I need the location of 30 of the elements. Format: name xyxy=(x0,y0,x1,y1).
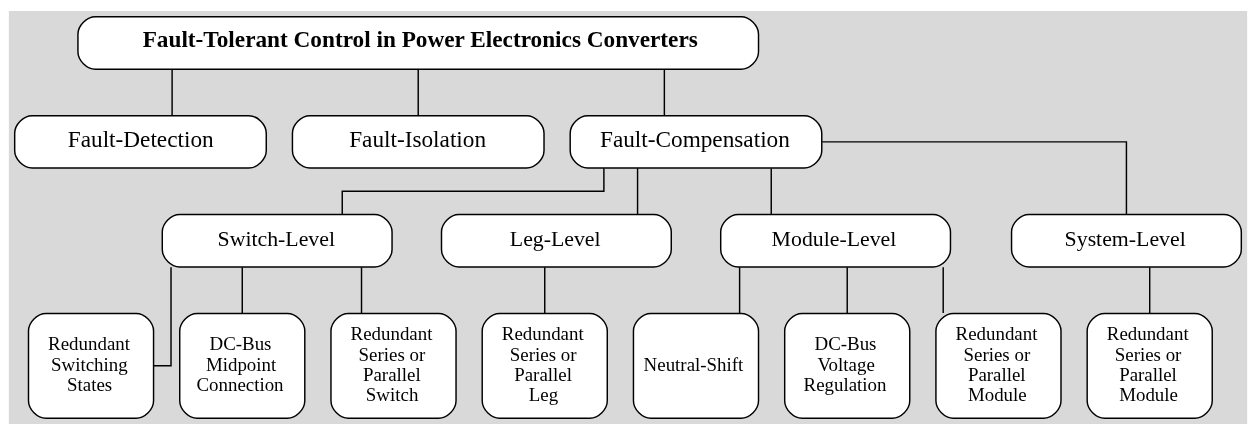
node-box: Switch-Level xyxy=(161,213,393,268)
connector xyxy=(360,266,363,314)
connector xyxy=(770,167,772,215)
connector xyxy=(821,141,1128,215)
node-box: Leg-Level xyxy=(440,213,672,268)
node-box: Fault-Detection xyxy=(13,114,267,169)
node-box: Redundant Series or Parallel Switch xyxy=(330,312,457,419)
connector xyxy=(942,266,944,314)
node-box: DC-Bus Midpoint Connection xyxy=(179,312,306,419)
node-box: Neutral-Shift xyxy=(632,312,760,419)
connector xyxy=(738,266,741,314)
connector xyxy=(663,68,666,117)
connector xyxy=(241,266,243,314)
node-box: Redundant Series or Parallel Leg xyxy=(481,312,608,419)
node-box: Fault-Tolerant Control in Power Electronics Converters xyxy=(77,16,760,70)
connector xyxy=(417,68,419,117)
node-box: System-Level xyxy=(1010,213,1243,268)
connector xyxy=(1148,266,1151,314)
connector xyxy=(544,266,546,314)
connector xyxy=(636,167,639,215)
node-box: Redundant Switching States xyxy=(27,312,155,419)
connector xyxy=(341,167,605,216)
node-box: Fault-Compensation xyxy=(569,114,823,169)
node-box: Redundant Series or Parallel Module xyxy=(1086,312,1213,419)
node-box: Redundant Series or Parallel Module xyxy=(935,312,1062,419)
node-box: Module-Level xyxy=(720,213,952,268)
connector xyxy=(846,266,848,314)
node-box: DC-Bus Voltage Regulation xyxy=(783,312,911,419)
connector xyxy=(171,68,173,117)
node-box: Fault-Isolation xyxy=(291,114,545,169)
